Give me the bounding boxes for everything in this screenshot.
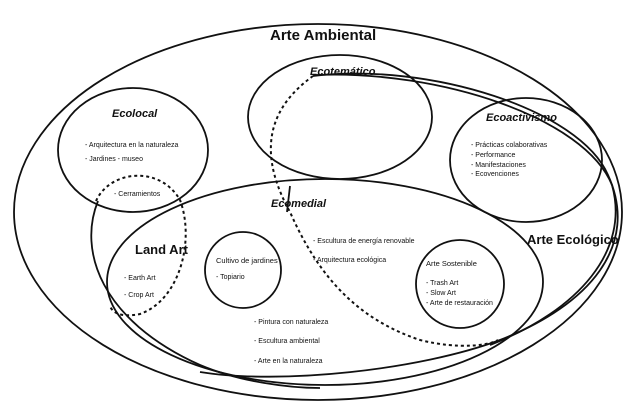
sostenible-circle: [415, 239, 505, 329]
cultivo-item: - Topiario: [216, 274, 245, 281]
cultivo-circle: [204, 231, 282, 309]
ecomedial-item: - Arquitectura ecológica: [313, 257, 386, 264]
ecotematico-label: Ecotemático: [310, 66, 376, 78]
ecolocal-item: - Arquitectura en la naturaleza: [85, 142, 178, 149]
ecomedial-label: Ecomedial: [271, 198, 327, 210]
ecoactivismo-item: - Performance: [471, 152, 515, 159]
sostenible-label: Arte Sostenible: [426, 259, 477, 268]
cerramientos-item: - Cerramientos: [114, 191, 161, 198]
ecoactivismo-item: - Ecovenciones: [471, 171, 519, 178]
ecomedial-item: - Escultura ambiental: [254, 338, 320, 345]
ecolocal-ellipse: [57, 87, 209, 213]
ecolocal-label: Ecolocal: [112, 108, 158, 120]
arte-ambiental-title: Arte Ambiental: [270, 27, 376, 44]
arte-ambiental-ellipse: [13, 23, 623, 401]
ecoactivismo-ellipse: [449, 97, 603, 223]
arte-ecologico-label: Arte Ecológico: [527, 232, 619, 247]
sostenible-item: - Arte de restauración: [426, 300, 493, 307]
sostenible-item: - Slow Art: [426, 290, 456, 297]
ecomedial-item: - Arte en la naturaleza: [254, 358, 323, 365]
land-art-item: - Earth Art: [124, 275, 156, 282]
ecomedial-ellipse: [106, 178, 544, 386]
ecomedial-item: - Pintura con naturaleza: [254, 319, 328, 326]
sostenible-item: - Trash Art: [426, 280, 458, 287]
land-art-label: Land Art: [135, 242, 189, 257]
cultivo-label: Cultivo de jardines: [216, 256, 278, 265]
ecoactivismo-label: Ecoactivismo: [486, 112, 557, 124]
land-art-item: - Crop Art: [124, 292, 154, 299]
ecomedial-item: - Escultura de energía renovable: [313, 238, 415, 245]
ecoactivismo-item: - Prácticas colaborativas: [471, 142, 548, 149]
ecolocal-item: - Jardines - museo: [85, 156, 143, 163]
ecoactivismo-item: - Manifestaciones: [471, 162, 526, 169]
